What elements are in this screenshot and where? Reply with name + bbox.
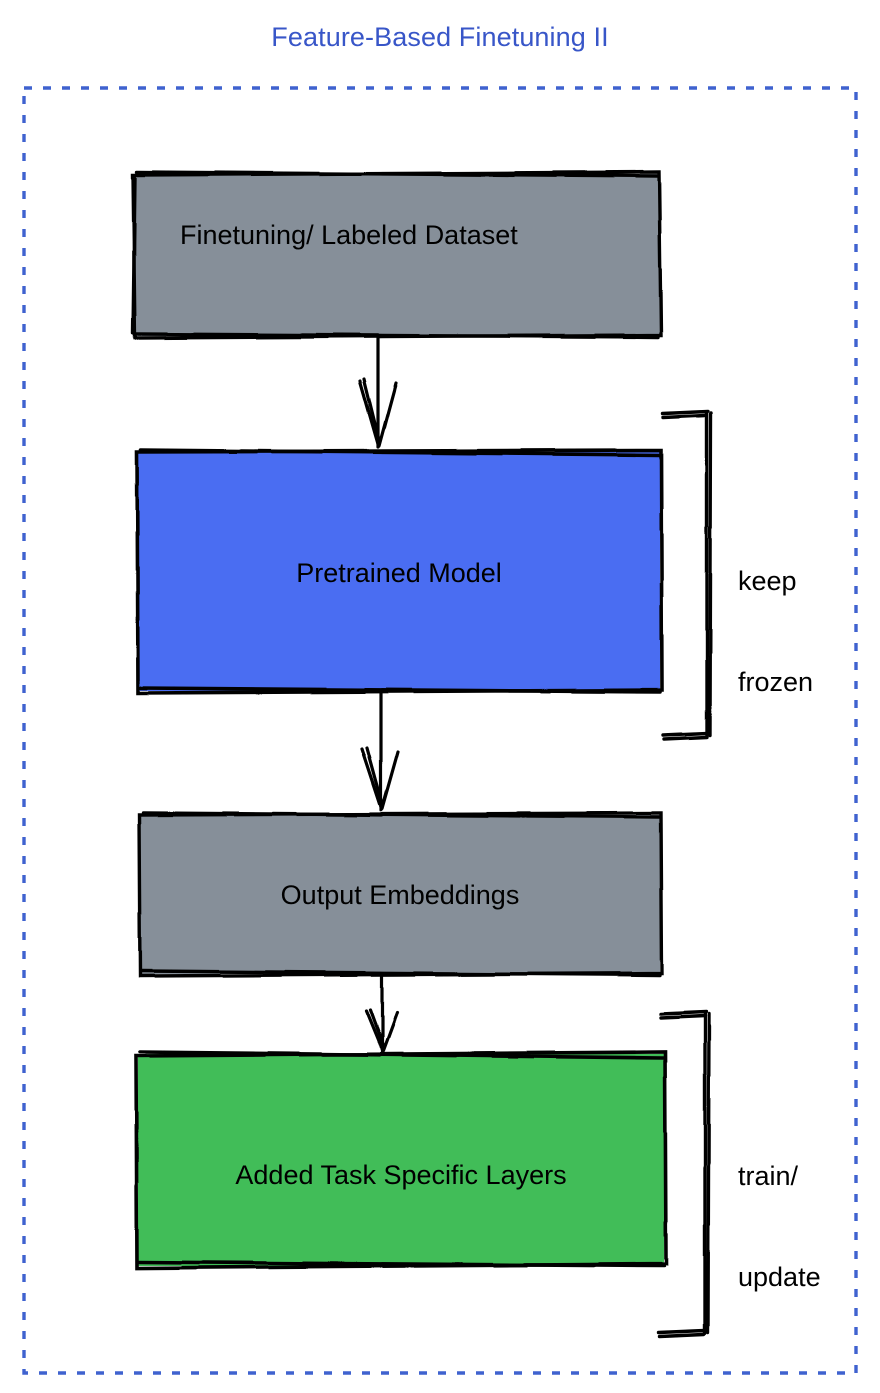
node-pretrained-model[interactable]	[135, 448, 664, 695]
arrow-embeddings-to-layers	[364, 974, 399, 1054]
dashed-container	[22, 86, 858, 1375]
node-finetuning-dataset[interactable]	[131, 170, 663, 340]
arrow-model-to-embeddings	[360, 691, 400, 812]
node-output-embeddings[interactable]	[137, 811, 664, 978]
arrow-dataset-to-model	[358, 335, 398, 449]
node-added-task-specific-layers[interactable]	[134, 1050, 668, 1270]
bracket-keep-frozen	[661, 409, 713, 741]
bracket-train-update	[657, 1010, 711, 1338]
page-title: Feature-Based Finetuning II	[271, 22, 609, 52]
